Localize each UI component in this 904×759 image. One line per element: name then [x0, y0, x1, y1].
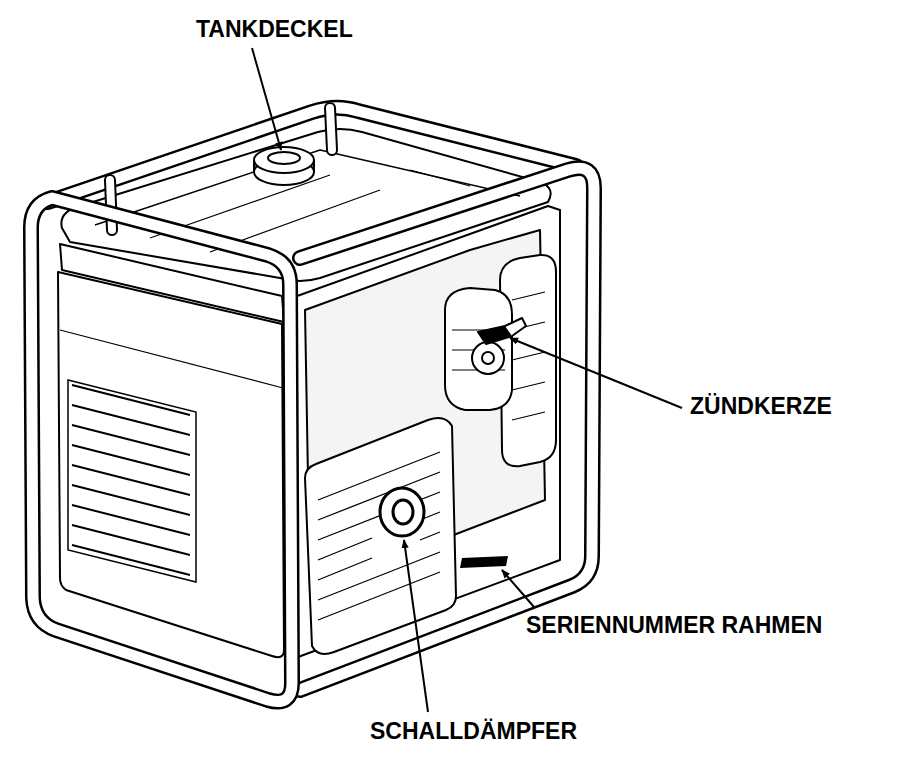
part-label: ZÜNDKERZE: [690, 393, 832, 420]
part-label: SCHALLDÄMPFER: [370, 718, 577, 745]
serial-plate: [460, 556, 508, 568]
part-label: TANKDECKEL: [196, 16, 353, 43]
part-label: SERIENNUMMER RAHMEN: [526, 612, 822, 639]
